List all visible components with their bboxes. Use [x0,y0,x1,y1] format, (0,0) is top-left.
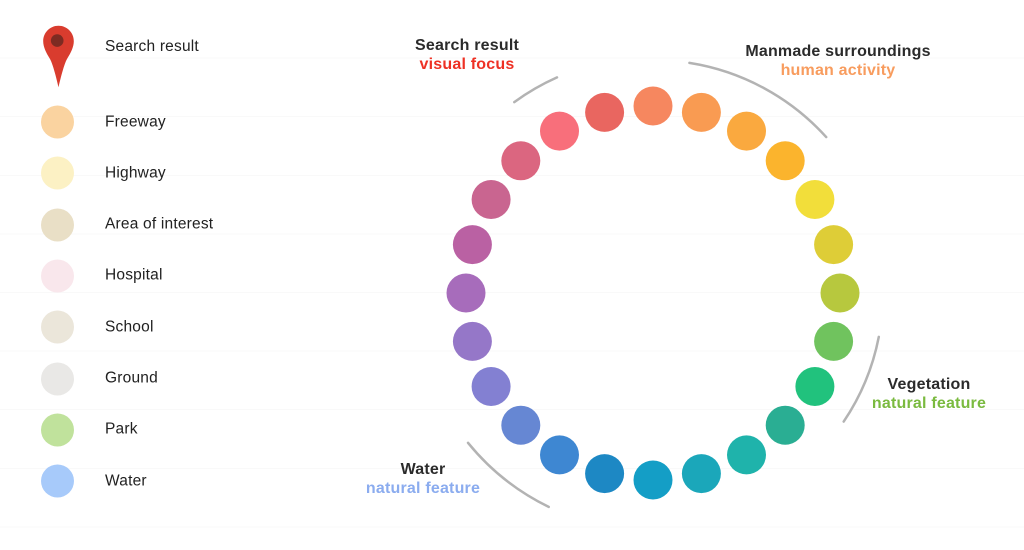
legend-color-swatch [41,208,74,242]
wheel-dot [446,273,486,313]
wheel-dot [633,86,673,126]
annotation-title: Manmade surroundings [745,43,931,60]
wheel-dot [814,225,854,265]
legend-item-label: Water [105,472,147,490]
wheel-dot [585,454,625,494]
legend-item-label: Ground [105,369,158,387]
legend-item-label: Area of interest [105,215,214,233]
wheel-dot [765,141,805,181]
annotation-subtitle: human activity [780,61,896,79]
legend-item-ground: Ground [41,362,158,395]
annotation-subtitle: visual focus [419,55,515,73]
wheel-dot [471,367,511,406]
wheel-dot [452,225,492,265]
wheel-dot [795,367,835,406]
category-arc-search-result [513,76,559,104]
annotation-subtitle: natural feature [365,479,481,497]
legend-item-school: School [41,310,154,344]
category-arc-manmade [688,61,828,139]
legend-color-swatch [41,259,74,293]
legend-color-swatch [41,362,74,395]
wheel-dot [585,92,625,132]
wheel-dot [501,141,541,181]
wheel-dot [452,321,492,361]
wheel-dot [471,180,511,219]
legend-item-area-of-interest: Area of interest [41,208,214,242]
legend-item-label: Park [105,420,138,438]
legend-item-hospital: Hospital [41,259,163,293]
map-pin-svg [43,25,74,88]
wheel-dot [727,111,766,151]
legend-item-highway: Highway [41,156,166,190]
wheel-dot [540,435,579,475]
category-arc-vegetation [842,335,881,423]
legend-item-water: Water [41,464,147,498]
annotation-title: Water [400,461,446,478]
annotation-subtitle: natural feature [871,394,987,412]
legend-item-search-result-label: Search result [105,38,199,55]
legend-item-label: Hospital [105,266,163,284]
legend-item-label: School [105,318,154,336]
wheel-dot [820,273,860,313]
map-pin-icon [42,25,75,88]
wheel-dot [727,435,766,475]
wheel-dot [795,180,835,219]
wheel-dot [501,405,541,445]
wheel-dot [681,92,721,132]
legend-item-label: Freeway [105,113,166,130]
annotation-title: Search result [415,37,519,54]
legend-color-swatch [41,156,74,190]
legend-item-label: Highway [105,164,166,182]
legend-color-swatch [41,105,74,139]
legend-color-swatch [41,310,74,344]
wheel-dot [765,405,805,445]
legend-color-swatch [41,413,74,447]
wheel-dot [540,111,579,151]
wheel-dot [681,454,721,494]
legend-color-swatch [41,464,74,498]
annotation-title: Vegetation [887,376,971,393]
legend-item-freeway: Freeway [41,105,166,139]
category-arc-water [466,441,550,509]
wheel-dot [633,460,673,500]
legend-item-park: Park [41,413,138,447]
wheel-dot [814,321,854,361]
